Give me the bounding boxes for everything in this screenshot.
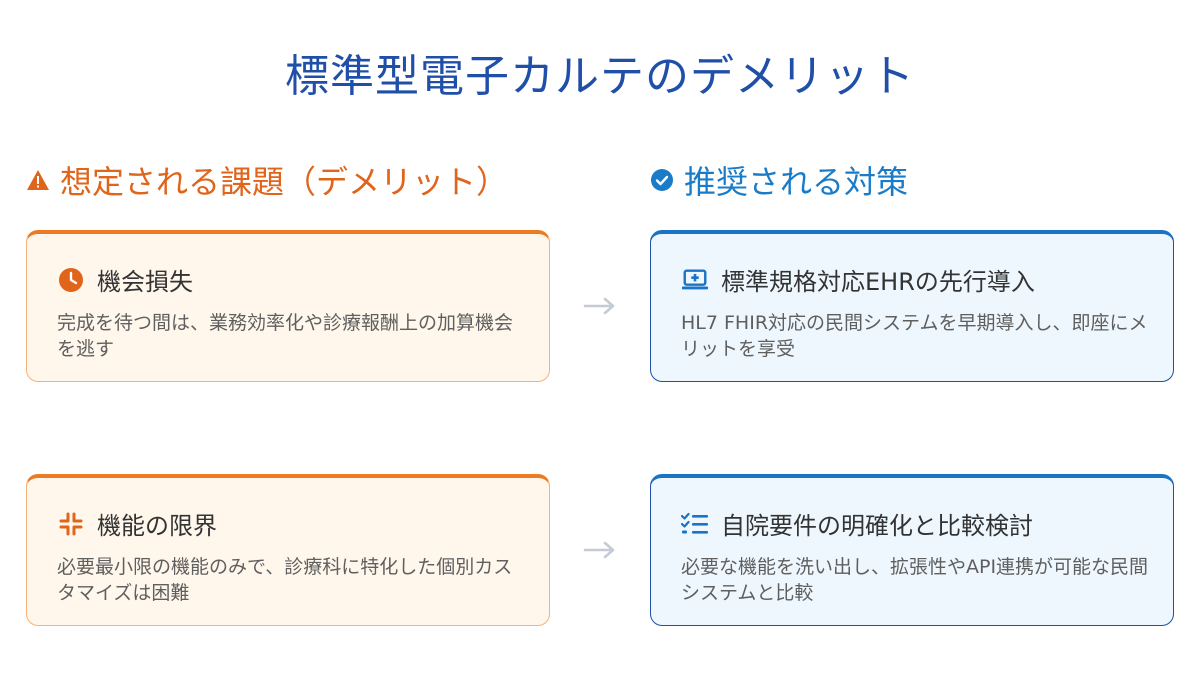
issue-card-function-limits: 機能の限界 必要最小限の機能のみで、診療科に特化した個別カスタマイズは困難 xyxy=(26,474,550,626)
solution-title: 自院要件の明確化と比較検討 xyxy=(721,512,1033,540)
arrow-right-icon xyxy=(580,294,620,318)
issues-heading-label: 想定される課題（デメリット） xyxy=(60,163,509,201)
arrow-right-icon xyxy=(580,538,620,562)
issues-heading: 想定される課題（デメリット） xyxy=(26,158,508,202)
warning-icon xyxy=(26,168,50,192)
issue-title: 機能の限界 xyxy=(97,512,217,540)
compress-icon xyxy=(57,510,85,538)
laptop-plus-icon xyxy=(681,266,709,294)
solutions-heading: 推奨される対策 xyxy=(650,158,908,202)
solution-description: 必要な機能を洗い出し、拡張性やAPI連携が可能な民間システムと比較 xyxy=(681,556,1149,604)
page-title: 標準型電子カルテのデメリット xyxy=(285,51,915,102)
clock-icon xyxy=(57,266,85,294)
solution-card-requirements-comparison: 自院要件の明確化と比較検討 必要な機能を洗い出し、拡張性やAPI連携が可能な民間… xyxy=(650,474,1174,626)
solution-title: 標準規格対応EHRの先行導入 xyxy=(721,268,1035,296)
issue-title: 機会損失 xyxy=(97,268,193,296)
solutions-heading-label: 推奨される対策 xyxy=(684,163,909,201)
issue-description: 完成を待つ間は、業務効率化や診療報酬上の加算機会を逃す xyxy=(57,312,514,360)
checklist-icon xyxy=(681,510,709,538)
check-circle-icon xyxy=(650,168,674,192)
solution-description: HL7 FHIR対応の民間システムを早期導入し、即座にメリットを享受 xyxy=(681,312,1148,360)
solution-card-ehr-early-adoption: 標準規格対応EHRの先行導入 HL7 FHIR対応の民間システムを早期導入し、即… xyxy=(650,230,1174,382)
issue-description: 必要最小限の機能のみで、診療科に特化した個別カスタマイズは困難 xyxy=(57,556,513,604)
issue-card-opportunity-loss: 機会損失 完成を待つ間は、業務効率化や診療報酬上の加算機会を逃す xyxy=(26,230,550,382)
